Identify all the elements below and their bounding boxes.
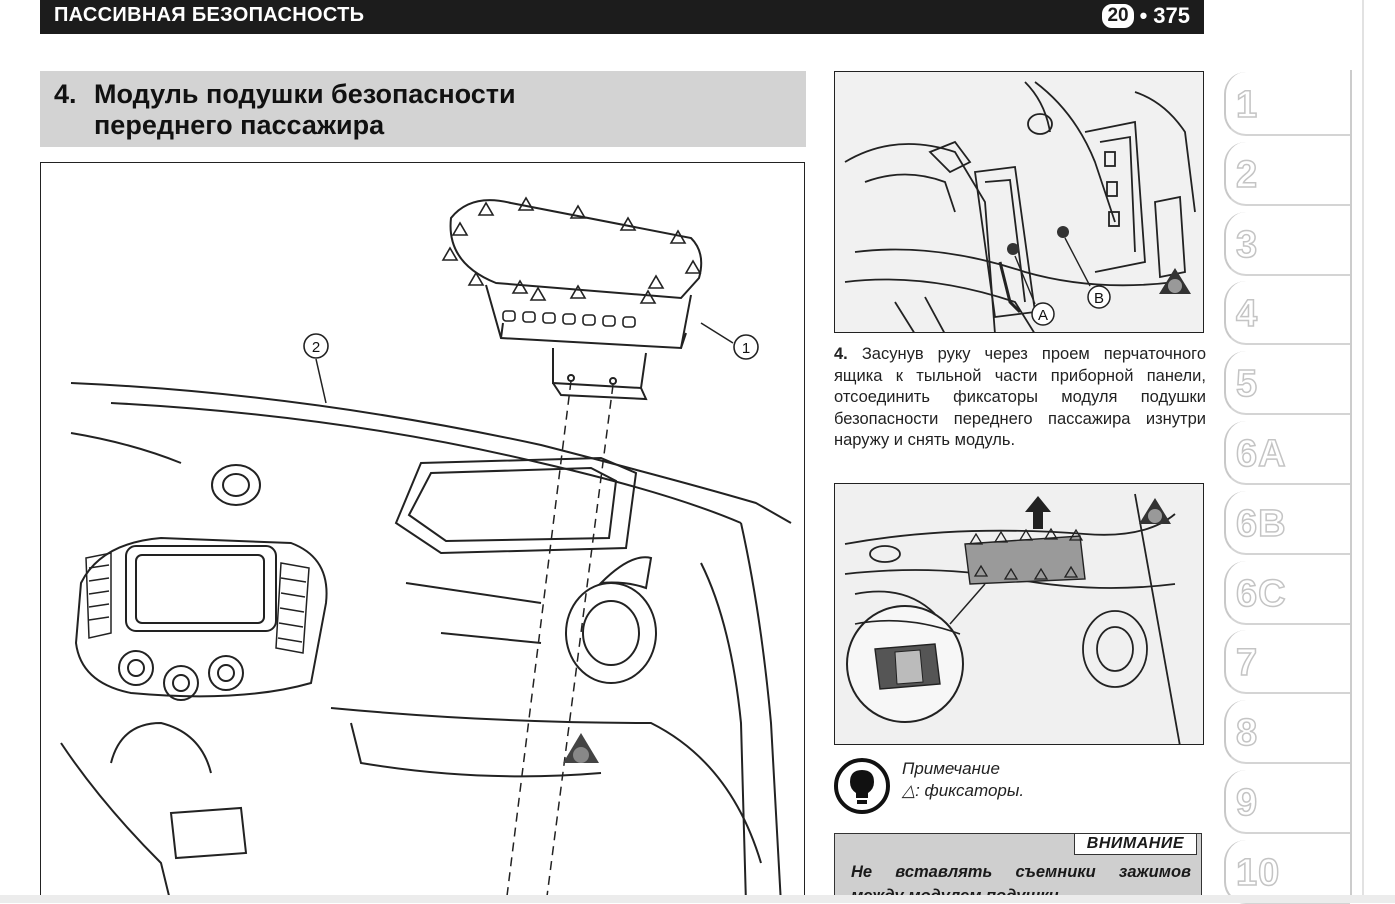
chapter-tab[interactable]: 6B (1224, 490, 1350, 555)
chapter-tab[interactable]: 6A (1224, 421, 1350, 485)
lightbulb-icon (834, 758, 890, 814)
chapter-tab-label: 8 (1235, 711, 1259, 755)
chapter-tab-label: 9 (1235, 781, 1259, 825)
note-body: △: фиксаторы. (902, 780, 1024, 802)
chapter-tab-label: 1 (1235, 83, 1259, 127)
page-header: ПАССИВНАЯ БЕЗОПАСНОСТЬ 20 • 375 (40, 0, 1204, 34)
manufacturer-logo-icon (1159, 268, 1191, 294)
warning-label: ВНИМАНИЕ (1073, 834, 1197, 855)
chapter-tab[interactable]: 8 (1224, 700, 1350, 765)
up-arrow-icon (1025, 496, 1051, 529)
section-title-line1: Модуль подушки безопасности (94, 79, 516, 109)
chapter-tab-label: 5 (1235, 362, 1259, 406)
airbag-removal-photo (834, 483, 1204, 745)
chapter-tab-label: 6C (1235, 572, 1287, 616)
bottom-strip (0, 895, 1395, 903)
warning-box: ВНИМАНИЕ Не вставлять съемники зажимов м… (834, 833, 1202, 903)
chapter-tab[interactable]: 7 (1224, 630, 1350, 695)
dashboard-line-drawing: 1 2 (60, 196, 792, 902)
page-number: 375 (1153, 3, 1190, 28)
chapter-tabs: 1 2 3 4 5 6A 6B 6C 7 8 9 10 (1218, 70, 1358, 904)
step-number: 4. (834, 345, 848, 363)
section-title-box: 4. Модуль подушки безопасности переднего … (40, 71, 806, 147)
page-margin (1362, 0, 1364, 903)
chapter-badge: 20 (1102, 4, 1134, 28)
chapter-tab[interactable]: 6C (1224, 560, 1350, 625)
callout-2: 2 (312, 339, 320, 356)
header-page-number: 20 • 375 (1102, 3, 1190, 29)
retainers-line-drawing: A B (835, 72, 1203, 332)
chapter-tab[interactable]: 9 (1224, 770, 1350, 834)
chapter-tab[interactable]: 4 (1224, 281, 1350, 346)
chapter-tab-label: 2 (1235, 153, 1259, 197)
header-section-name: ПАССИВНАЯ БЕЗОПАСНОСТЬ (54, 4, 365, 26)
chapter-tab[interactable]: 2 (1224, 141, 1350, 206)
note-heading: Примечание (902, 759, 1000, 778)
chapter-tab-label: 6A (1235, 432, 1287, 476)
chapter-tab-label: 7 (1235, 642, 1259, 686)
section-title: 4. Модуль подушки безопасности переднего … (54, 79, 516, 141)
chapter-tab-label: 4 (1235, 293, 1259, 337)
dashboard-airbag-illustration: 1 2 (40, 162, 805, 903)
manufacturer-logo-icon (563, 733, 599, 763)
chapter-tab-label: 3 (1235, 223, 1259, 267)
chapter-tab[interactable]: 1 (1224, 72, 1350, 136)
photo-label-a: A (1038, 307, 1048, 324)
chapter-tab-label: 6B (1235, 502, 1287, 546)
chapter-tab[interactable]: 5 (1224, 351, 1350, 416)
photo-label-b: B (1094, 290, 1104, 307)
callout-1: 1 (742, 340, 750, 357)
section-number: 4. (54, 79, 77, 109)
step-text: Засунув руку через проем перчаточного ящ… (834, 345, 1206, 449)
retainers-photo-top: A B (834, 71, 1204, 333)
chapter-tab[interactable]: 3 (1224, 211, 1350, 276)
removal-line-drawing (835, 484, 1203, 744)
manufacturer-logo-icon (1139, 498, 1171, 524)
step-instruction: 4. Засунув руку через проем перчаточного… (834, 344, 1206, 452)
retainer-symbol: △ (902, 781, 916, 800)
chapter-tab-label: 10 (1235, 851, 1281, 895)
section-title-line2: переднего пассажира (94, 110, 385, 140)
note: Примечание △: фиксаторы. (902, 758, 1024, 802)
note-text: : фиксаторы. (915, 781, 1025, 800)
tabs-edge (1350, 70, 1352, 903)
header-separator: • (1139, 3, 1148, 28)
